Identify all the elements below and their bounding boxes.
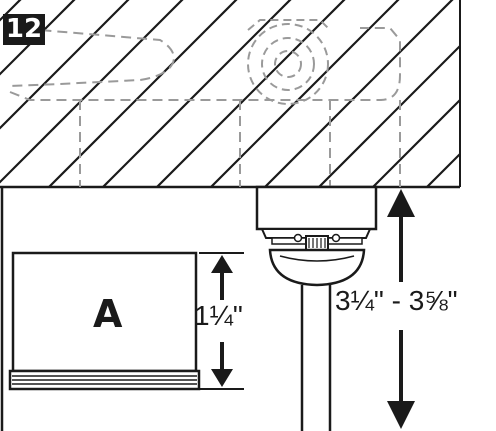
hatch-line	[0, 0, 76, 76]
hatch-line	[0, 0, 130, 130]
downrod-ball-mount	[268, 235, 366, 431]
hatch-line	[155, 0, 346, 187]
hidden-joist-outline	[9, 27, 401, 187]
hatch-line	[371, 98, 460, 187]
hatch-line	[425, 152, 460, 187]
hatch-line	[317, 44, 460, 187]
dimension-arrow-short	[199, 252, 244, 390]
dimension-short-label: 1¼"	[194, 300, 243, 331]
hatch-line	[209, 0, 400, 187]
dimension-range-label: 3¼" - 3⅝"	[335, 285, 458, 316]
ceiling-section	[0, 0, 496, 190]
hatch-line	[101, 0, 292, 187]
dimension-arrow-long	[387, 189, 415, 429]
part-a-box	[8, 251, 201, 391]
ceiling-canopy	[255, 185, 378, 245]
part-label: A	[93, 292, 123, 336]
hatch-line	[0, 0, 184, 184]
hidden-junction-box	[247, 19, 331, 105]
hatch-line	[263, 0, 454, 187]
hatch-line	[47, 0, 238, 187]
step-number-badge: 12	[3, 14, 45, 45]
hatch-line	[478, 0, 496, 190]
